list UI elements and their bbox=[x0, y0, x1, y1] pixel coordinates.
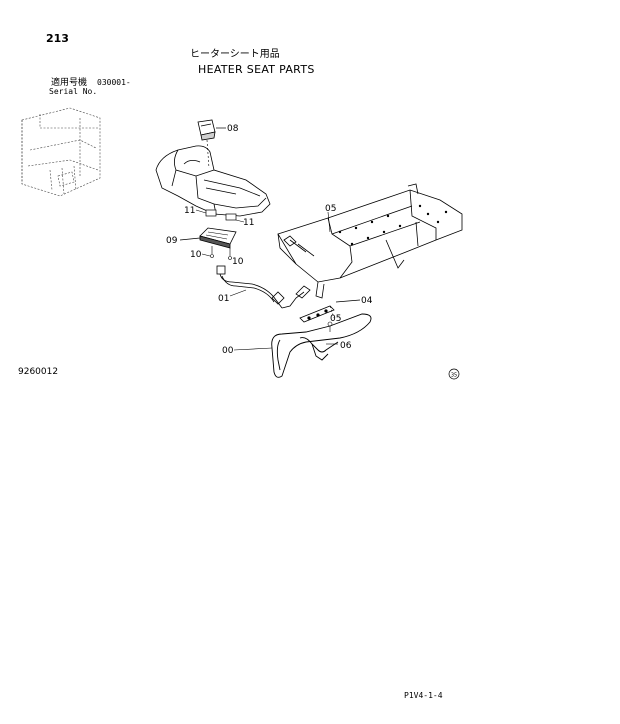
serial-label-japanese: 適用号機 bbox=[51, 78, 88, 88]
callout-11-left: 11 bbox=[184, 206, 195, 216]
frame-holes bbox=[338, 204, 448, 246]
cab-thumbnail bbox=[21, 107, 101, 197]
heater-pad bbox=[271, 313, 372, 378]
leader-01 bbox=[229, 289, 247, 297]
callout-06: 06 bbox=[340, 341, 352, 351]
leader-10a bbox=[201, 253, 211, 257]
callout-11-right: 11 bbox=[243, 218, 254, 228]
title-english: HEATER SEAT PARTS bbox=[198, 63, 315, 76]
leader-04 bbox=[335, 299, 361, 303]
switch-panel bbox=[199, 227, 237, 249]
connector-top bbox=[216, 265, 226, 275]
wire-harness bbox=[219, 273, 311, 309]
page-number: 213 bbox=[46, 32, 69, 45]
callout-10-right: 10 bbox=[232, 257, 244, 267]
title-japanese: ヒーターシート用品 bbox=[190, 49, 280, 60]
seat-frame bbox=[277, 183, 463, 299]
revision-stamp: 35 bbox=[448, 368, 460, 380]
leader-11b bbox=[235, 219, 245, 223]
callout-01: 01 bbox=[218, 294, 229, 304]
serial-value: 030001- bbox=[97, 78, 131, 87]
figure-code: 9260012 bbox=[18, 367, 59, 377]
callout-09: 09 bbox=[166, 236, 178, 246]
leader-08-drop bbox=[206, 139, 210, 169]
callout-04: 04 bbox=[361, 296, 373, 306]
callout-08: 08 bbox=[227, 124, 239, 134]
heater-bracket bbox=[299, 305, 335, 323]
screws bbox=[210, 246, 232, 260]
callout-05-lower: 05 bbox=[330, 314, 341, 324]
leader-00 bbox=[233, 347, 273, 351]
callout-10-left: 10 bbox=[190, 250, 202, 260]
clips bbox=[205, 209, 237, 221]
heater-switch bbox=[197, 119, 216, 141]
callout-00: 00 bbox=[222, 346, 234, 356]
leader-09 bbox=[179, 237, 201, 241]
footer-code: P1V4-1-4 bbox=[404, 691, 443, 700]
leader-11a bbox=[195, 209, 207, 214]
seat-console bbox=[155, 145, 271, 217]
revision-stamp-text: 35 bbox=[451, 373, 457, 379]
callout-05-upper: 05 bbox=[325, 204, 336, 214]
serial-label-english: Serial No. bbox=[49, 87, 98, 96]
leader-05a bbox=[327, 211, 331, 233]
